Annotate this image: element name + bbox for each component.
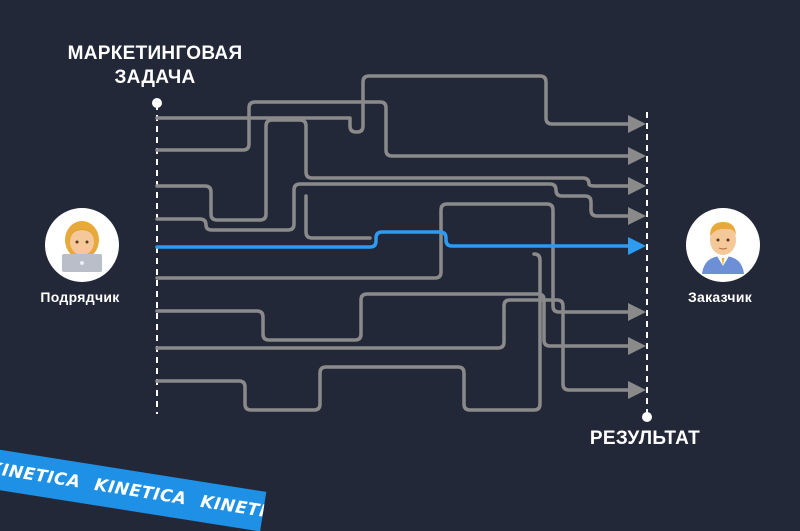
- arrowhead-4: [628, 207, 646, 225]
- woman-technologist-icon: [62, 221, 102, 272]
- path-7: [155, 298, 632, 392]
- path-9: [304, 194, 372, 240]
- path-2: [155, 100, 632, 158]
- end-dot: [642, 412, 652, 422]
- path-5: [155, 202, 632, 314]
- arrowhead-6: [628, 337, 646, 355]
- start-label: МАРКЕТИНГОВАЯ ЗАДАЧА: [67, 43, 243, 88]
- result-label: РЕЗУЛЬТАТ: [589, 428, 701, 449]
- arrowhead-2: [628, 147, 646, 165]
- arrowhead-5: [628, 303, 646, 321]
- start-dot: [152, 98, 162, 108]
- path-3: [155, 118, 632, 222]
- man-office-worker-icon: [702, 222, 744, 274]
- flow-diagram: [152, 74, 652, 422]
- contractor-label: Подрядчик: [40, 289, 120, 305]
- contractor-avatar: [45, 208, 119, 282]
- path-8: [155, 252, 542, 412]
- client-label: Заказчик: [687, 289, 753, 305]
- arrowhead-3: [628, 177, 646, 195]
- highlight-path: [155, 230, 632, 249]
- arrowhead-7: [628, 381, 646, 399]
- path-6: [155, 292, 632, 348]
- highlight-arrowhead: [628, 237, 646, 255]
- path-1: [155, 74, 632, 134]
- path-4: [155, 182, 632, 232]
- client-avatar: [686, 208, 760, 282]
- arrowhead-1: [628, 115, 646, 133]
